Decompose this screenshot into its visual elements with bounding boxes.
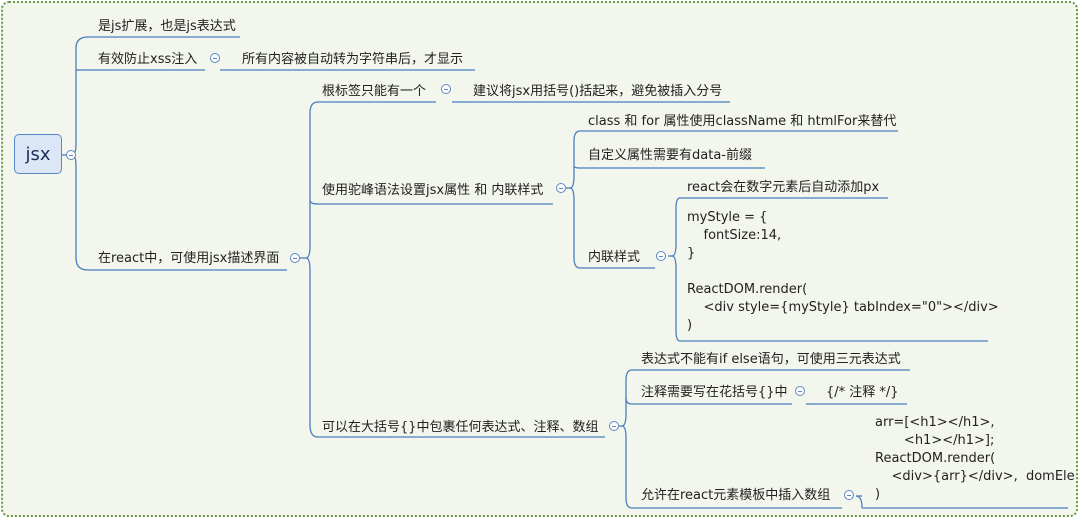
collapse-icon[interactable]: [656, 251, 666, 261]
code-line: }: [687, 246, 696, 261]
code-line: fontSize:14,: [687, 228, 782, 243]
node-insert-array[interactable]: 允许在react元素模板中插入数组: [641, 488, 831, 503]
node-no-if-else[interactable]: 表达式不能有if else语句，可使用三元表达式: [641, 352, 901, 367]
code-line: <h1></h1>];: [875, 433, 995, 448]
node-js-extension[interactable]: 是js扩展，也是js表达式: [98, 19, 236, 34]
code-line: <div style={myStyle} tabIndex="0"></div>: [687, 300, 999, 315]
collapse-icon[interactable]: [609, 421, 619, 431]
collapse-icon[interactable]: [844, 490, 854, 500]
code-line: ReactDOM.render(: [875, 451, 996, 466]
collapse-icon[interactable]: [210, 53, 220, 63]
node-braces-expression[interactable]: 可以在大括号{}中包裹任何表达式、注释、数组: [322, 420, 599, 435]
node-single-root[interactable]: 根标签只能有一个: [322, 84, 427, 99]
root-label: jsx: [25, 143, 51, 165]
node-classname-htmlfor[interactable]: class 和 for 属性使用className 和 htmlFor来替代: [588, 114, 897, 129]
collapse-icon[interactable]: [556, 183, 566, 193]
code-line: ReactDOM.render(: [687, 282, 808, 297]
node-prevent-xss[interactable]: 有效防止xss注入: [98, 52, 198, 67]
code-line: ): [875, 487, 881, 502]
root-node-jsx[interactable]: jsx: [14, 134, 62, 174]
code-line: arr=[<h1></h1>,: [875, 415, 995, 430]
code-line: <div>{arr}</div>, domEle: [875, 469, 1075, 484]
node-camel-case[interactable]: 使用驼峰语法设置jsx属性 和 内联样式: [322, 183, 544, 198]
node-inline-style-code[interactable]: myStyle = { fontSize:14,} ReactDOM.rende…: [687, 209, 999, 335]
node-comment-braces[interactable]: 注释需要写在花括号{}中: [641, 385, 788, 400]
node-comment-syntax[interactable]: {/* 注释 */}: [826, 385, 899, 400]
node-auto-string[interactable]: 所有内容被自动转为字符串后，才显示: [242, 52, 464, 67]
collapse-icon[interactable]: [795, 386, 805, 396]
node-array-code[interactable]: arr=[<h1></h1>, <h1></h1>]; ReactDOM.rend…: [875, 414, 1075, 504]
node-data-prefix[interactable]: 自定义属性需要有data-前缀: [588, 148, 752, 163]
node-inline-style[interactable]: 内联样式: [588, 250, 641, 265]
code-line: [687, 263, 999, 281]
collapse-icon[interactable]: [66, 150, 76, 160]
node-react-jsx[interactable]: 在react中，可使用jsx描述界面: [98, 251, 280, 266]
code-line: myStyle = {: [687, 210, 768, 225]
code-line: ): [687, 318, 693, 333]
collapse-icon[interactable]: [441, 84, 451, 94]
node-wrap-parentheses[interactable]: 建议将jsx用括号()括起来，避免被插入分号: [473, 84, 723, 99]
node-auto-px[interactable]: react会在数字元素后自动添加px: [687, 180, 880, 195]
collapse-icon[interactable]: [290, 253, 300, 263]
